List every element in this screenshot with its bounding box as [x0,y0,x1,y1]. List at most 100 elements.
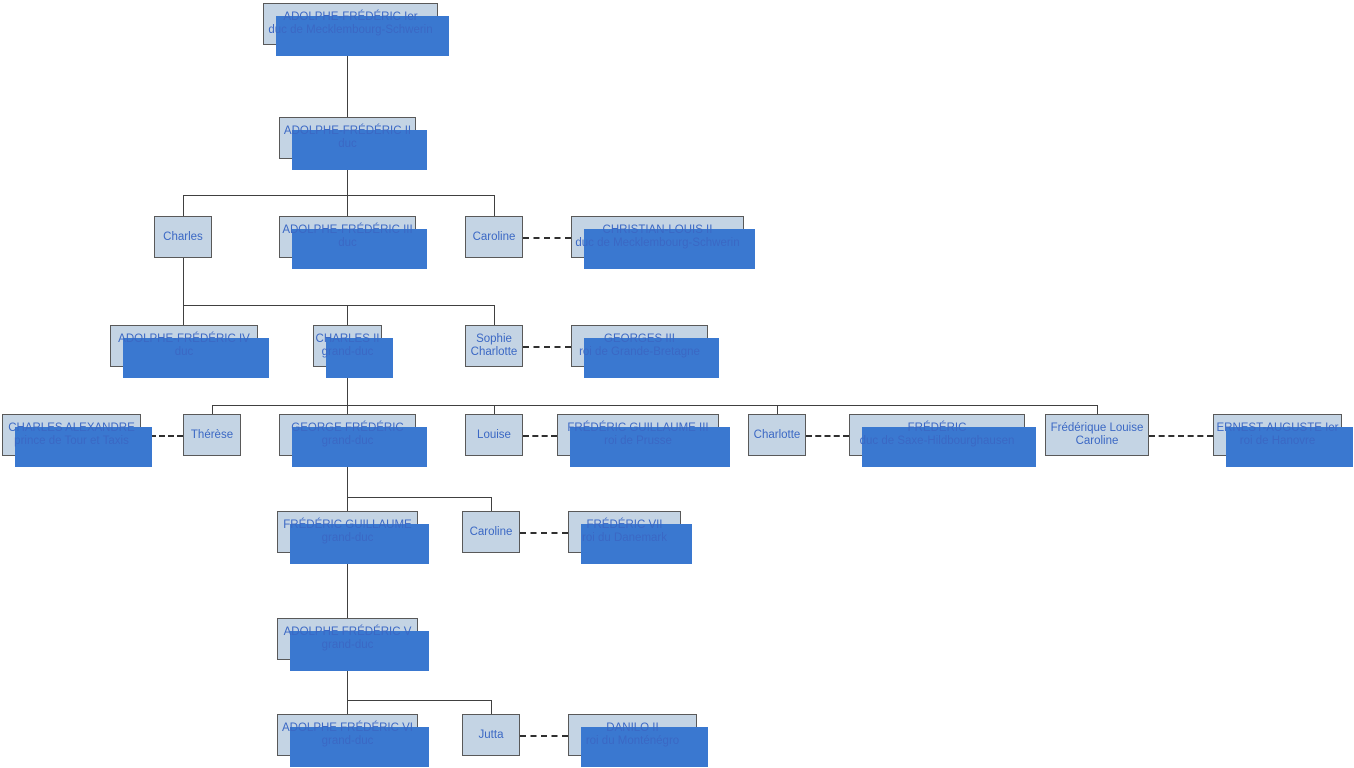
node-danilo-ii[interactable]: DANILO II roi du Monténégro [568,714,708,767]
node-subtitle: roi du Monténégro [585,735,680,747]
node-ernest-auguste-ier[interactable]: ERNEST-AUGUSTE Ier roi de Hanovre [1213,414,1353,467]
node-subtitle: prince de Tour et Taxis [14,435,129,447]
connector-charles2-down [347,367,348,405]
node-subtitle: roi du Danemark [581,532,667,544]
node-subtitle: grand-duc [321,735,374,747]
node-shadow [581,524,692,564]
node-shadow [581,727,708,767]
node-subtitle: roi de Grande-Bretagne [579,346,700,358]
node-shadow [290,727,429,767]
node-shadow [292,130,427,170]
node-title: Sophie [476,333,512,345]
node-subtitle: grand-duc [321,639,374,651]
node-shadow [570,427,730,467]
node-charlotte[interactable]: Charlotte [748,414,806,456]
node-title: FRÉDÉRIC GUILLAUME [283,519,412,531]
node-adolphe-frederic-vi[interactable]: ADOLPHE FRÉDÉRIC VI grand-duc [277,714,429,767]
node-title: DANILO II [606,722,659,734]
node-title: FRÉDÉRIC VII [586,519,663,531]
node-subtitle: duc [338,138,357,150]
node-charles-alexandre[interactable]: CHARLES ALEXANDRE prince de Tour et Taxi… [2,414,152,467]
node-title: ADOLPHE FRÉDÉRIC V [283,626,412,638]
node-therese[interactable]: Thérèse [183,414,241,456]
node-shadow [1226,427,1353,467]
marriage-link-caroline-christian [523,237,571,239]
node-title: ERNEST-AUGUSTE Ier [1216,422,1339,434]
connector-sibling-bar-gen5 [212,405,1097,406]
connector-bar-to-frederique [1097,405,1098,414]
node-title: ADOLPHE-FRÉDÉRIC III [282,224,413,236]
node-shadow [292,229,427,269]
marriage-link-jutta-danilo [520,735,568,737]
node-george-frederic[interactable]: GEORGE FRÉDÉRIC grand-duc [279,414,427,467]
node-shadow [326,338,393,378]
connector-georgefr-down [347,456,348,497]
node-subtitle: duc de Mecklembourg-Schwerin [575,237,740,249]
connector-charles-down [183,258,184,305]
connector-sibling-bar-gen4 [183,305,494,306]
node-title: Thérèse [190,428,234,441]
connector-bar-to-jutta [491,700,492,714]
node-charles[interactable]: Charles [154,216,212,258]
connector-bar-to-adolphe4 [183,305,184,325]
connector-bar-to-charles2 [347,305,348,325]
node-shadow [584,229,755,269]
marriage-link-louise-fredguill3 [523,435,557,437]
node-shadow [276,16,449,56]
node-caroline-2[interactable]: Caroline [462,511,520,553]
marriage-link-charlesalex-therese [141,435,183,437]
node-title: Caroline [472,230,516,243]
node-subtitle: Caroline [1075,435,1119,447]
node-christian-louis-ii[interactable]: CHRISTIAN-LOUIS II duc de Mecklembourg-S… [571,216,755,269]
connector-adolphe5-down [347,660,348,700]
node-title: Charlotte [753,428,801,441]
node-title: CHRISTIAN-LOUIS II [602,224,713,236]
node-adolphe-frederic-ii[interactable]: ADOLPHE-FRÉDÉRIC II duc [279,117,427,170]
node-adolphe-frederic-v[interactable]: ADOLPHE FRÉDÉRIC V grand-duc [277,618,429,671]
node-title: GEORGE FRÉDÉRIC [291,422,404,434]
node-subtitle: duc de Saxe-Hildbourghausen [859,435,1015,447]
node-shadow [290,524,429,564]
connector-bar-to-georgefr [347,405,348,414]
node-title: Caroline [469,525,513,538]
node-caroline-1[interactable]: Caroline [465,216,523,258]
node-title: CHARLES ALEXANDRE [8,422,135,434]
node-frederic-saxe-hildbourghausen[interactable]: FRÉDÉRIC duc de Saxe-Hildbourghausen [849,414,1036,467]
connector-bar-to-fredguill [347,497,348,511]
node-subtitle: grand-duc [321,346,374,358]
node-title: FRÉDÉRIC GUILLAUME III [567,422,709,434]
node-subtitle: roi de Prusse [604,435,672,447]
node-title: ADOLPHE FRÉDÉRIC VI [282,722,413,734]
node-shadow [292,427,427,467]
connector-adolphe1-adolphe2 [347,45,348,117]
node-adolphe-frederic-iii[interactable]: ADOLPHE-FRÉDÉRIC III duc [279,216,427,269]
node-title: Jutta [478,728,504,741]
node-subtitle: Charlotte [470,346,518,358]
marriage-link-charlotte-frederic [806,435,849,437]
node-title: Louise [477,428,511,441]
node-frederique-louise-caroline[interactable]: Frédérique Louise Caroline [1045,414,1149,456]
node-charles-ii[interactable]: CHARLES II grand-duc [313,325,393,378]
node-frederic-guillaume-iii[interactable]: FRÉDÉRIC GUILLAUME III roi de Prusse [557,414,730,467]
node-louise[interactable]: Louise [465,414,523,456]
node-frederic-vii[interactable]: FRÉDÉRIC VII roi du Danemark [568,511,692,564]
node-jutta[interactable]: Jutta [462,714,520,756]
node-frederic-guillaume[interactable]: FRÉDÉRIC GUILLAUME grand-duc [277,511,429,564]
node-shadow [290,631,429,671]
marriage-link-frederique-ernest [1149,435,1213,437]
connector-bar-to-charles [183,195,184,216]
node-adolphe-frederic-ier[interactable]: ADOLPHE-FRÉDÉRIC Ier duc de Mecklembourg… [263,3,449,56]
connector-sibling-bar-gen6 [347,497,491,498]
connector-bar-to-charlotte [777,405,778,414]
node-adolphe-frederic-iv[interactable]: ADOLPHE-FRÉDÉRIC IV duc [110,325,269,378]
connector-fredguill-adolphe5 [347,553,348,618]
node-sophie-charlotte[interactable]: Sophie Charlotte [465,325,523,367]
node-georges-iii[interactable]: GEORGES III roi de Grande-Bretagne [571,325,719,378]
node-subtitle: roi de Hanovre [1239,435,1316,447]
connector-bar-to-caroline2 [491,497,492,511]
node-title: ADOLPHE-FRÉDÉRIC IV [118,333,250,345]
connector-bar-to-adolphe3 [347,195,348,216]
node-subtitle: grand-duc [321,532,374,544]
marriage-link-caroline2-frederic7 [520,532,568,534]
